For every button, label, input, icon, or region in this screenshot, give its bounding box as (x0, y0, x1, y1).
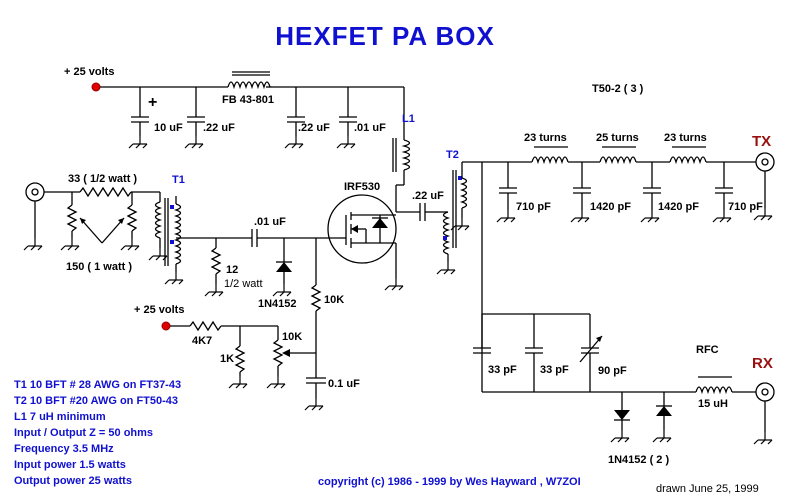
note-line: T1 10 BFT # 28 AWG on FT37-43 (14, 379, 181, 391)
supply-bus (100, 86, 405, 140)
c-22uf-c-label: .22 uF (412, 190, 444, 202)
bypass-cap-0-1uf (304, 377, 326, 411)
bypass-cap-22uf-b (284, 87, 305, 149)
note-line: T2 10 BFT #20 AWG on FT50-43 (14, 395, 178, 407)
rfc-label: RFC (696, 344, 719, 356)
rx-cap-33pf-b (525, 314, 543, 392)
page-title: HEXFET PA BOX (275, 21, 495, 51)
c33b-label: 33 pF (540, 364, 569, 376)
r10k-b-label: 10K (282, 331, 302, 343)
c1420b-label: 1420 pF (658, 201, 699, 213)
d2-label: 1N4152 ( 2 ) (608, 454, 669, 466)
c01-label: 0.1 uF (328, 378, 360, 390)
polarity-plus: + (148, 94, 157, 111)
input-connector (23, 182, 45, 251)
r150-label: 150 ( 1 watt ) (66, 261, 132, 273)
note-line: Frequency 3.5 MHz (14, 443, 114, 455)
c33a-label: 33 pF (488, 364, 517, 376)
ferrite-bead (227, 71, 272, 90)
c1420a-label: 1420 pF (590, 201, 631, 213)
supply-mid-label: + 25 volts (134, 304, 184, 316)
drawn-date: drawn June 25, 1999 (656, 483, 759, 495)
turns-3-label: 23 turns (664, 132, 707, 144)
pad-arrows (79, 217, 125, 244)
note-line: L1 7 uH minimum (14, 411, 106, 423)
note-line: Output power 25 watts (14, 475, 132, 487)
rx-bus (482, 313, 756, 393)
fb-label: FB 43-801 (222, 94, 274, 106)
output-bus (462, 161, 756, 392)
resistor-12 (204, 238, 224, 297)
filter-cap-1420-b (640, 162, 661, 223)
note-line: Input / Output Z = 50 ohms (14, 427, 153, 439)
filter-cap-710-a (496, 162, 517, 223)
rx-rfc (695, 376, 733, 395)
resistor-33 (79, 186, 160, 198)
pad-resistor-150-left (60, 192, 80, 251)
r12w-label: 1/2 watt (224, 278, 263, 290)
r12-label: 12 (226, 264, 238, 276)
d1-label: 1N4152 (258, 298, 297, 310)
rx-label: RX (752, 355, 773, 372)
bias-diode (272, 238, 292, 297)
c90-label: 90 pF (598, 365, 627, 377)
r4k7-label: 4K7 (192, 335, 212, 347)
uh15-label: 15 uH (698, 398, 728, 410)
c-22uf-b-label: .22 uF (298, 122, 330, 134)
copyright-text: copyright (c) 1986 - 1999 by Wes Hayward… (318, 476, 581, 488)
turns-1-label: 23 turns (524, 132, 567, 144)
note-line: Input power 1.5 watts (14, 459, 126, 471)
transformer-t1 (148, 192, 216, 285)
t1-label: T1 (172, 174, 185, 186)
core-label: T50-2 ( 3 ) (592, 83, 644, 95)
rx-trimmer-90pf (579, 314, 603, 392)
bypass-cap-01uf (336, 87, 357, 149)
choke-l1 (392, 138, 411, 212)
c-22uf-a-label: .22 uF (203, 122, 235, 134)
supply-top-terminal (91, 82, 101, 92)
tx-label: TX (752, 133, 771, 150)
c-10uf-label: 10 uF (154, 122, 183, 134)
rx-diode-2 (652, 392, 672, 443)
bypass-cap-10uf (128, 87, 149, 149)
mosfet-irf530 (327, 194, 420, 291)
c-01uf-a-label: .01 uF (354, 122, 386, 134)
t2-label: T2 (446, 149, 459, 161)
resistor-4k7 (170, 320, 278, 332)
rx-cap-33pf-a (473, 314, 491, 354)
filter-inductor-2 (599, 146, 637, 165)
potentiometer-10k (266, 326, 316, 389)
turns-2-label: 25 turns (596, 132, 639, 144)
filter-cap-710-b (712, 162, 733, 223)
bypass-cap-22uf-a (184, 87, 205, 149)
filter-cap-1420-a (570, 162, 591, 223)
c710a-label: 710 pF (516, 201, 551, 213)
notes-block: T1 10 BFT # 28 AWG on FT37-43 T2 10 BFT … (14, 379, 181, 487)
coupling-cap-01uf (216, 229, 340, 247)
r33-label: 33 ( 1/2 watt ) (68, 173, 137, 185)
filter-inductor-1 (531, 146, 569, 165)
filter-inductor-3 (669, 146, 707, 165)
supply-mid-terminal (161, 321, 171, 331)
c710b-label: 710 pF (728, 201, 763, 213)
rx-diode-1 (610, 392, 630, 443)
transformer-t2 (436, 162, 470, 275)
supply-top-label: + 25 volts (64, 66, 114, 78)
tx-connector (753, 152, 775, 221)
pad-resistor-150-right (120, 192, 140, 251)
irf-label: IRF530 (344, 181, 380, 193)
l1-label: L1 (402, 113, 415, 125)
r10k-a-label: 10K (324, 294, 344, 306)
coupling-cap-22uf (419, 203, 440, 221)
r1k-label: 1K (220, 353, 234, 365)
rx-connector (753, 382, 775, 445)
c-01uf-b-label: .01 uF (254, 216, 286, 228)
resistor-10k-gate (310, 238, 322, 378)
resistor-1k (228, 326, 248, 389)
